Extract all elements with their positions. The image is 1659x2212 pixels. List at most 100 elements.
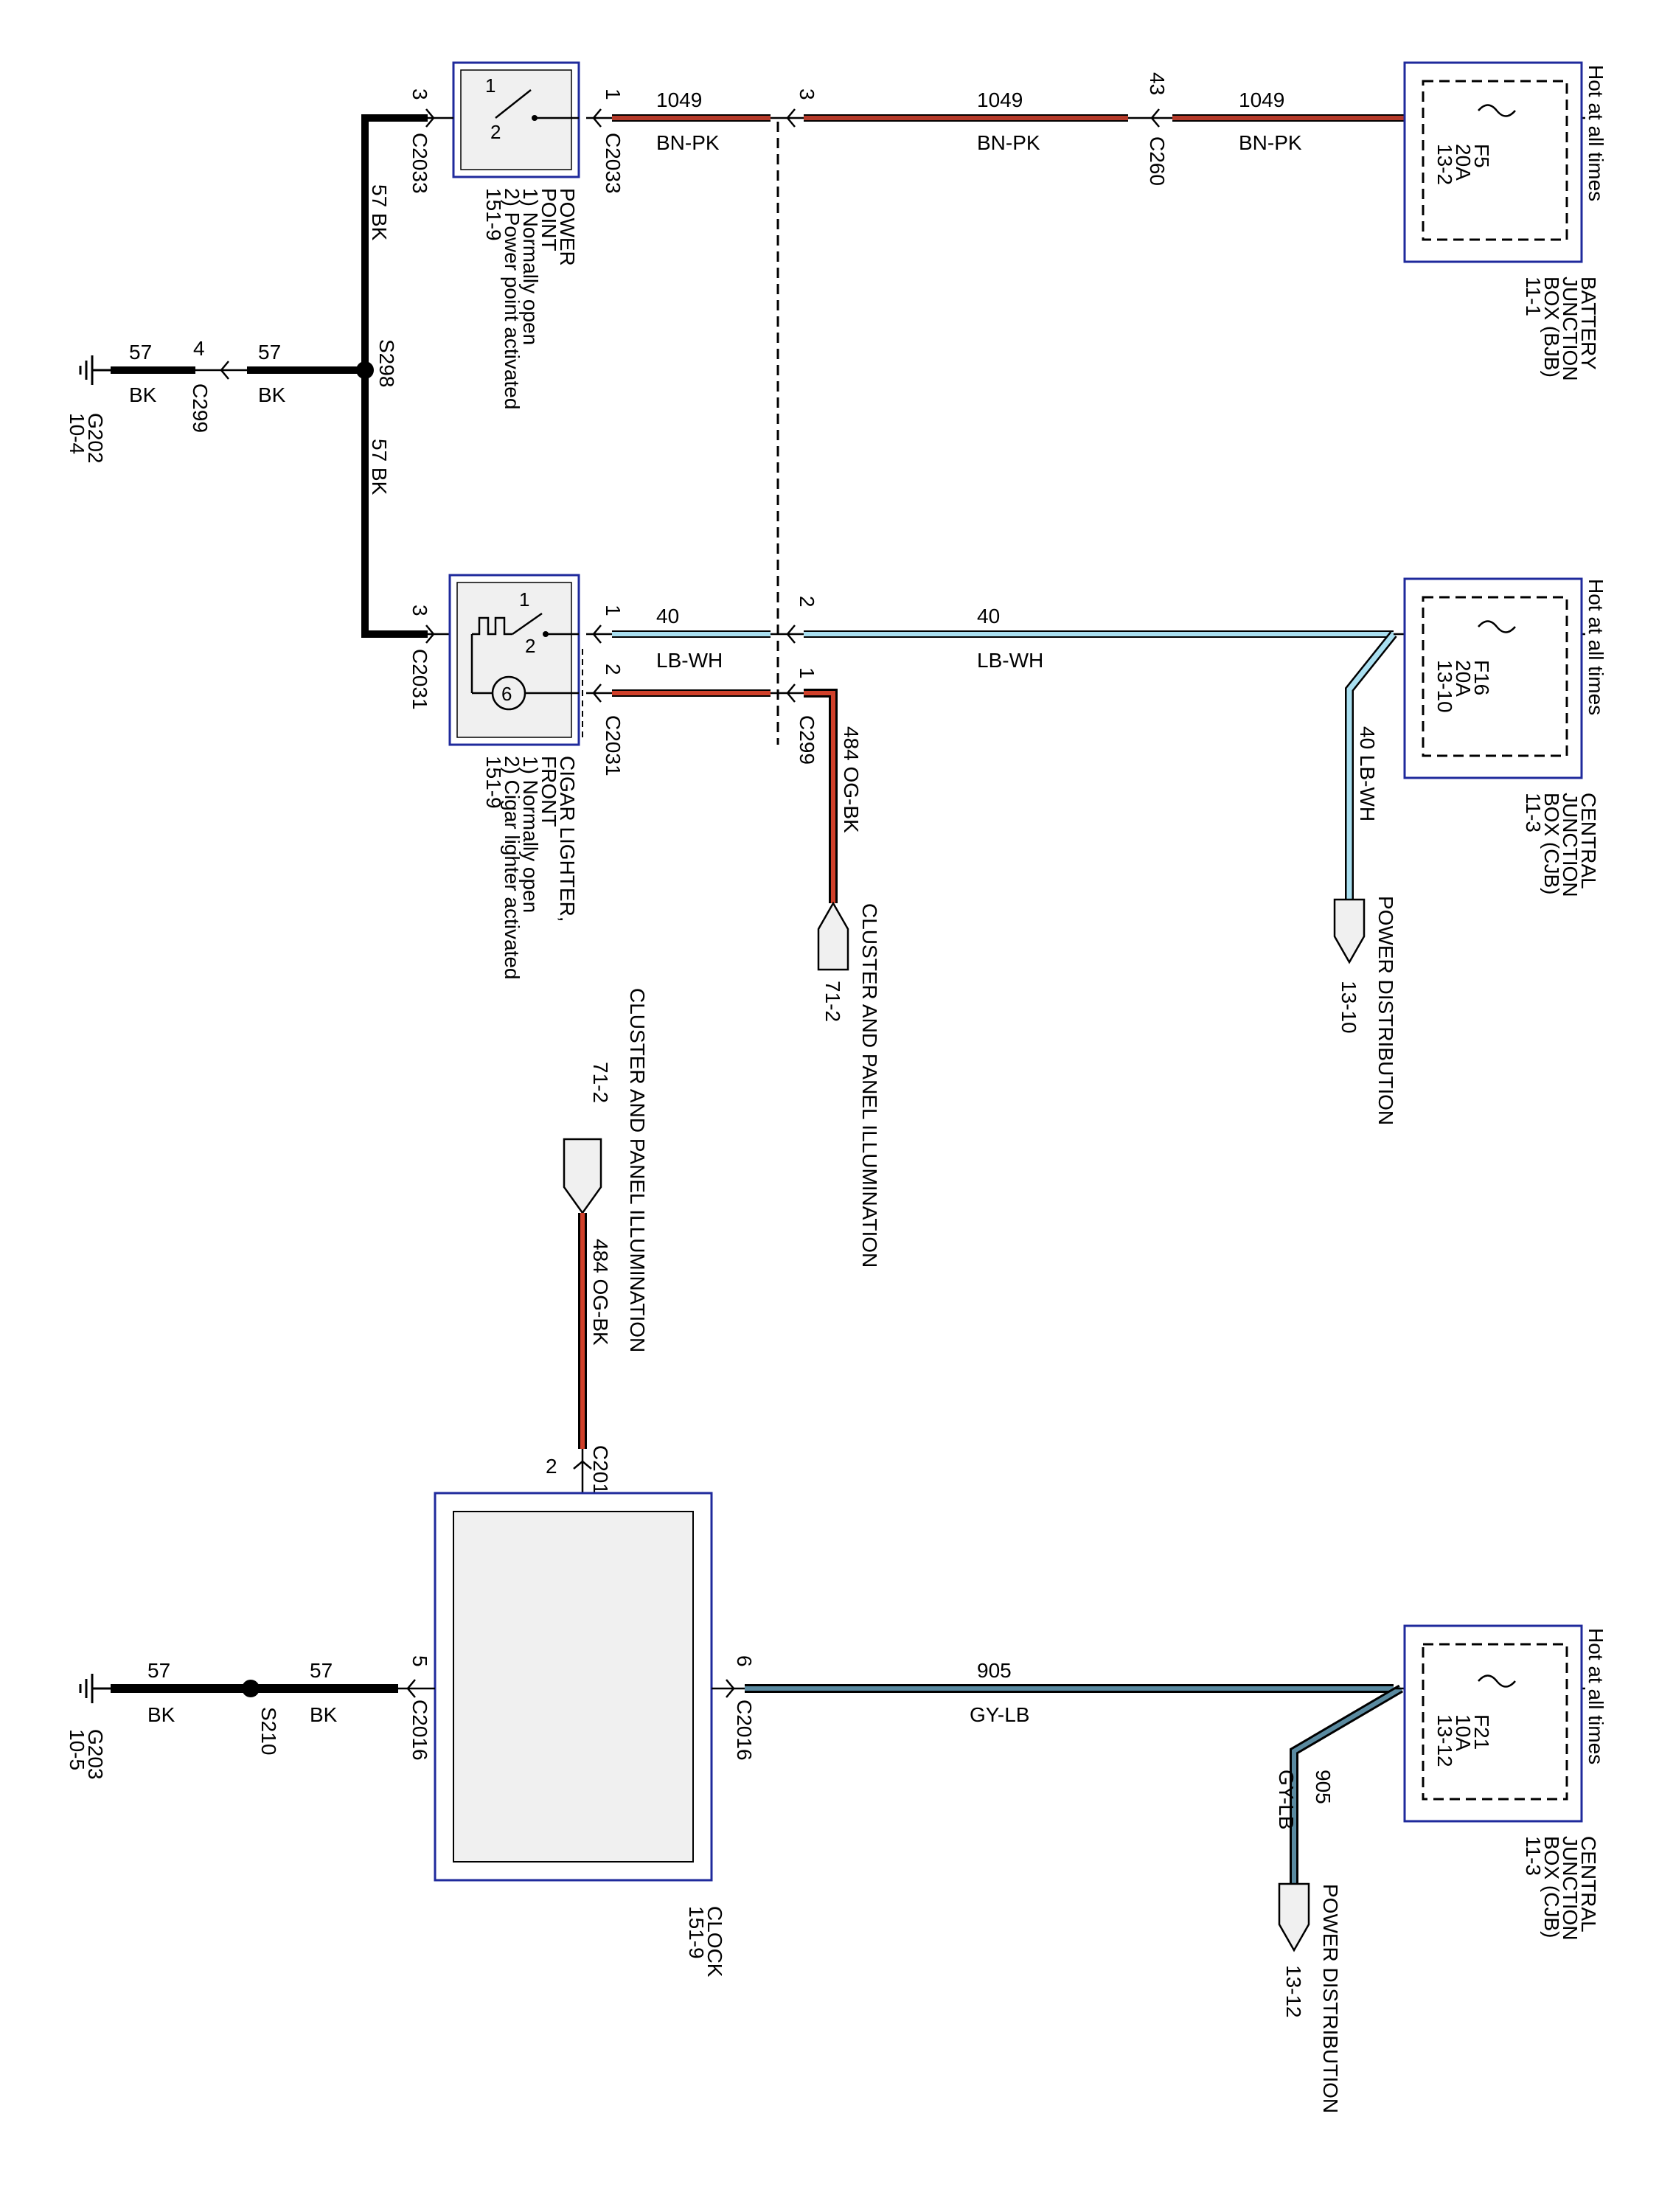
- wire-905: [712, 1684, 1585, 1884]
- svg-text:20A: 20A: [1452, 660, 1475, 697]
- hot-label-1: Hot at all times: [1585, 65, 1607, 201]
- power-point-label: POWER POINT 1) Normally open 2) Power po…: [482, 188, 579, 409]
- s298-label: S298: [375, 339, 398, 387]
- svg-text:BOX (CJB): BOX (CJB): [1540, 1836, 1563, 1938]
- power-point-switch: [452, 61, 580, 178]
- wire-57-num-c: 57: [147, 1659, 170, 1682]
- splice-s298: [356, 361, 374, 379]
- wire-905-branch-color: GY-LB: [1275, 1770, 1298, 1829]
- wire-1049-color-b: BN-PK: [977, 131, 1040, 154]
- c2016-pin6-label: 6: [733, 1655, 756, 1667]
- svg-text:F16: F16: [1470, 660, 1493, 695]
- svg-text:13-12: 13-12: [1433, 1714, 1456, 1767]
- wire-57-color-c: BK: [147, 1703, 175, 1726]
- wire-57-num-d: 57: [310, 1659, 333, 1682]
- hot-label-3: Hot at all times: [1585, 1628, 1607, 1764]
- connector-c299-pin2: [771, 624, 804, 644]
- c2016-pin2-label: 2: [546, 1455, 557, 1478]
- central-junction-box-1: [1403, 577, 1583, 779]
- battery-junction-box: [1403, 61, 1583, 263]
- c2033-label-right: C2033: [602, 133, 625, 194]
- svg-text:JUNCTION: JUNCTION: [1559, 793, 1582, 897]
- svg-text:POINT: POINT: [538, 188, 560, 251]
- c260-label: C260: [1146, 136, 1169, 186]
- svg-text:151-9: 151-9: [685, 1906, 708, 1959]
- wire-57-vert-label-a: 57 BK: [368, 184, 391, 241]
- c2031-pin3-label: 3: [408, 605, 431, 616]
- svg-text:FRONT: FRONT: [538, 756, 560, 827]
- wire-57-lower-ground: [111, 1684, 435, 1693]
- wire-1049-num-b: 1049: [977, 88, 1023, 111]
- fuse-f5: F5 20A 13-2: [1433, 144, 1493, 185]
- connector-c260-pin43: [1128, 108, 1172, 128]
- power-dist-label-2: POWER DISTRIBUTION: [1319, 1884, 1342, 2113]
- wire-40-branch-label: 40 LB-WH: [1356, 726, 1379, 821]
- power-dist-page-2: 13-12: [1282, 1965, 1305, 2018]
- power-distribution-ref-1: [1333, 898, 1366, 964]
- wire-1049-color-a: BN-PK: [656, 131, 720, 154]
- wire-40-num-b: 40: [977, 605, 1000, 627]
- wire-1049-color-c: BN-PK: [1239, 131, 1302, 154]
- cigar-label: CIGAR LIGHTER, FRONT 1) Normally open 2)…: [482, 756, 579, 979]
- wire-40-color-a: LB-WH: [656, 649, 723, 672]
- svg-text:BOX (CJB): BOX (CJB): [1540, 793, 1563, 894]
- svg-text:POWER: POWER: [556, 188, 579, 266]
- c2033-pin3-label: 3: [408, 88, 431, 100]
- cjb1-label: CENTRAL JUNCTION BOX (CJB) 11-3: [1522, 793, 1600, 897]
- c2016-label-left: C2016: [408, 1700, 431, 1761]
- wire-484-label-lower: 484 OG-BK: [589, 1239, 612, 1346]
- c260-pin43-label: 43: [1146, 72, 1169, 95]
- svg-text:10A: 10A: [1452, 1714, 1475, 1751]
- c2031-label-left: C2031: [408, 649, 431, 710]
- svg-text:CIGAR LIGHTER,: CIGAR LIGHTER,: [556, 756, 579, 922]
- wire-57-upper-ground: [111, 114, 453, 638]
- c2031-pin2-label: 2: [602, 664, 625, 675]
- svg-text:151-9: 151-9: [482, 188, 505, 241]
- svg-text:1) Normally open: 1) Normally open: [519, 756, 542, 913]
- cigar-pin2: 2: [525, 635, 535, 657]
- cigar-pin1: 1: [519, 588, 529, 611]
- clock-label: CLOCK 151-9: [685, 1906, 726, 1978]
- svg-text:151-9: 151-9: [482, 756, 505, 809]
- svg-text:11-3: 11-3: [1522, 793, 1545, 832]
- hot-label-2: Hot at all times: [1585, 579, 1607, 715]
- svg-text:11-3: 11-3: [1522, 1836, 1545, 1876]
- s210-label: S210: [257, 1707, 280, 1755]
- cluster-label-lower: CLUSTER AND PANEL ILLUMINATION: [626, 988, 649, 1352]
- svg-text:CLOCK: CLOCK: [703, 1906, 726, 1978]
- wire-57-color-a: BK: [129, 383, 157, 406]
- wire-40-color-b: LB-WH: [977, 649, 1043, 672]
- wire-905-num: 905: [977, 1659, 1012, 1682]
- wire-905-color: GY-LB: [970, 1703, 1029, 1726]
- svg-text:20A: 20A: [1452, 144, 1475, 181]
- c299-pin1-label: 1: [796, 667, 818, 679]
- svg-text:2) Power point activated: 2) Power point activated: [501, 188, 524, 409]
- cluster-page-lower: 71-2: [589, 1062, 612, 1103]
- connector-c299-pin1: [771, 683, 804, 703]
- svg-text:1) Normally open: 1) Normally open: [519, 188, 542, 345]
- svg-text:CENTRAL: CENTRAL: [1577, 793, 1600, 889]
- bjb-label: BATTERY JUNCTION BOX (BJB) 11-1: [1522, 276, 1600, 381]
- connector-c299-pin3: [771, 108, 804, 128]
- cigar-lighter: 6: [448, 574, 580, 746]
- ground-g203-symbol: [79, 1674, 111, 1703]
- ground-g202-symbol: [79, 355, 111, 385]
- svg-text:F21: F21: [1470, 1714, 1493, 1750]
- c2033-pin1-label: 1: [602, 88, 625, 100]
- wire-57-num-b: 57: [258, 341, 281, 364]
- power-point-pin1: 1: [485, 74, 495, 97]
- svg-text:6: 6: [501, 683, 512, 705]
- cluster-label-upper: CLUSTER AND PANEL ILLUMINATION: [858, 903, 881, 1267]
- wire-57-color-d: BK: [310, 1703, 338, 1726]
- fuse-f21: F21 10A 13-12: [1433, 1714, 1493, 1767]
- svg-text:BATTERY: BATTERY: [1577, 276, 1600, 370]
- svg-text:13-10: 13-10: [1433, 660, 1456, 713]
- svg-text:2) Cigar lighter activated: 2) Cigar lighter activated: [501, 756, 524, 979]
- power-dist-page-1: 13-10: [1338, 981, 1360, 1034]
- wire-484-label-upper: 484 OG-BK: [840, 726, 863, 833]
- clock-module: [434, 1492, 713, 1882]
- wire-1049-num-a: 1049: [656, 88, 702, 111]
- svg-text:JUNCTION: JUNCTION: [1559, 276, 1582, 381]
- g203-page: 10-5: [66, 1729, 88, 1770]
